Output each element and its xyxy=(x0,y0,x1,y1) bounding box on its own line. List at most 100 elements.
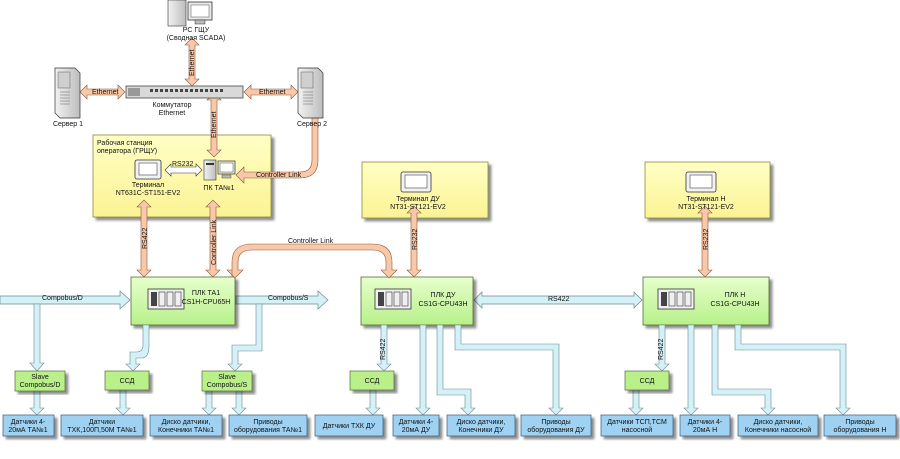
pc-ta1-icon xyxy=(203,159,236,181)
switch-label: Коммутатор xyxy=(153,102,192,109)
rs232-op-label: RS232 xyxy=(172,161,194,168)
device-4-line1: Приводы xyxy=(253,419,282,426)
ethernet-switch-server2: Ethernet xyxy=(243,84,299,100)
field-connections xyxy=(29,303,851,416)
terminal-ta1-icon xyxy=(134,159,162,180)
device-10-line2: 20мА Н xyxy=(693,427,717,434)
rs232-label-n: RS232 xyxy=(703,228,710,250)
device-boxes xyxy=(2,414,897,437)
slave-compobus-s-module: Slave Compobus/S xyxy=(201,370,253,392)
plc-n-rack-icon xyxy=(657,288,695,310)
ssd-du-module: ССД xyxy=(349,370,395,391)
scada-pc-label: РС ГЩУ xyxy=(183,27,210,34)
rs422-ssd-n-label: RS422 xyxy=(658,338,665,360)
ssd-ta1-module: ССД xyxy=(104,370,150,391)
ssd-du-label: ССД xyxy=(365,378,380,385)
controller-link-label-vertical: Controller Link xyxy=(211,219,218,265)
plc-ta1-model: CS1H-CPU65H xyxy=(182,299,231,306)
ethernet-label-left: Ethernet xyxy=(92,89,119,96)
device-3-line2: Конечники ТА№1 xyxy=(158,427,214,434)
rs422-du-n-label: RS422 xyxy=(548,296,570,303)
ethernet-label-top: Ethernet xyxy=(189,49,196,76)
compobus-d-label: Compobus/D xyxy=(42,295,83,302)
operator-station-subtitle: оператора (ГРЩУ) xyxy=(97,148,157,155)
slave-compobus-d-module: Slave Compobus/D xyxy=(14,370,66,392)
device-8-line2: оборудования ДУ xyxy=(527,426,585,434)
plc-ta1: ПЛК ТА1 CS1H-CPU65H xyxy=(130,276,236,326)
rs422-ssd-du-label: RS422 xyxy=(380,338,387,360)
ethernet-pc-switch: Ethernet xyxy=(184,37,200,87)
terminal-du-label: Терминал ДУ xyxy=(396,196,440,203)
rs232-terminal-n-plc: RS232 xyxy=(697,205,713,278)
plc-du-rack-icon xyxy=(374,288,412,310)
device-5-line1: Датчики ТХК ДУ xyxy=(323,423,376,430)
terminal-n-model: NT31-ST121-EV2 xyxy=(678,204,734,211)
slave-d-line2: Compobus/D xyxy=(20,382,61,389)
plc-n-model: CS1G-CPU43H xyxy=(710,301,759,308)
device-1-line2: 20мА ТА№1 xyxy=(8,427,47,434)
rs232-label-du: RS232 xyxy=(412,228,419,250)
ssd-n-module: ССД xyxy=(624,370,670,391)
ethernet-switch-icon xyxy=(125,85,244,99)
rs232-terminal-du-plc: RS232 xyxy=(406,205,422,278)
terminal-n-label: Терминал Н xyxy=(686,196,725,203)
plc-ta1-name: ПЛК ТА1 xyxy=(192,290,220,297)
plc-ta1-rack-icon xyxy=(147,288,185,310)
controller-link-arc-label: Controller Link xyxy=(288,238,334,245)
device-1-line1: Датчики 4- xyxy=(11,419,46,426)
ssd-ta1-label: ССД xyxy=(120,378,135,385)
device-8-line1: Приводы xyxy=(541,419,570,426)
ethernet-server1-switch: Ethernet xyxy=(79,84,126,100)
pc-ta1-label: ПК ТА№1 xyxy=(203,185,234,192)
controller-link-pc-plc: Controller Link xyxy=(205,199,221,278)
ethernet-label-right: Ethernet xyxy=(259,89,286,96)
slave-s-line2: Compobus/S xyxy=(207,382,248,389)
rs422-terminal-plc: RS422 xyxy=(136,199,152,278)
operator-station-title: Рабочая станция xyxy=(97,139,153,147)
plc-du: ПЛК ДУ CS1G-CPU43H xyxy=(360,276,474,326)
switch-sublabel: Ethernet xyxy=(159,110,186,117)
device-7-line1: Диско датчики, xyxy=(457,419,506,426)
slave-s-line1: Slave xyxy=(218,374,236,381)
controller-link-server2-label: Controller Link xyxy=(256,172,302,179)
controller-link-arc: Controller Link xyxy=(226,238,398,279)
device-7-line2: Конечники ДУ xyxy=(458,427,504,434)
terminal-n-icon xyxy=(685,171,717,193)
device-2-line1: Датчики xyxy=(89,419,115,426)
device-2-line2: ТХК,100П,50М ТА№1 xyxy=(67,427,136,434)
device-4-line2: оборудования ТА№1 xyxy=(234,426,302,434)
rs422-label-ta1: RS422 xyxy=(142,227,149,249)
server-1-label: Сервер 1 xyxy=(53,121,83,128)
device-9-line1: Датчики ТСП,ТСМ xyxy=(607,419,667,426)
compobus-d-bus xyxy=(0,290,131,310)
compobus-s-label: Compobus/S xyxy=(268,295,309,302)
slave-d-line1: Slave xyxy=(31,374,49,381)
server-2-icon xyxy=(297,67,324,119)
device-12-line2: оборудования Н xyxy=(834,426,887,434)
terminal-ta1-label: Терминал xyxy=(132,182,164,189)
device-12-line1: Приводы xyxy=(845,419,874,426)
device-9-line2: насосной xyxy=(622,426,652,434)
terminal-du-model: NT31-ST121-EV2 xyxy=(390,204,446,211)
ethernet-label-mid: Ethernet xyxy=(211,111,218,138)
server-2-label: Сервер 2 xyxy=(297,121,327,128)
ssd-n-label: ССД xyxy=(640,378,655,385)
compobus-s-bus xyxy=(235,290,329,310)
device-11-line1: Диско датчики, xyxy=(754,419,803,426)
device-11-line2: Конечники насосной xyxy=(745,426,811,434)
plc-n: ПЛК Н CS1G-CPU43H xyxy=(642,276,770,326)
plc-du-model: CS1G-CPU43H xyxy=(418,301,467,308)
server-1-icon xyxy=(54,67,81,119)
controller-link-server2-pc: Controller Link xyxy=(235,117,319,184)
rs232-terminal-pc: RS232 xyxy=(164,161,203,177)
device-10-line1: Датчики 4- xyxy=(688,419,723,426)
terminal-ta1-model: NT631C-ST151-EV2 xyxy=(116,190,181,197)
plc-du-name: ПЛК ДУ xyxy=(431,292,456,299)
terminal-du-icon xyxy=(400,171,432,193)
rs422-du-n-link xyxy=(473,291,643,309)
plc-n-name: ПЛК Н xyxy=(725,292,746,299)
scada-workstation-icon xyxy=(167,0,213,27)
scada-pc-sublabel: (Сводная SCADA) xyxy=(167,35,226,42)
device-3-line1: Диско датчики, xyxy=(162,419,211,426)
